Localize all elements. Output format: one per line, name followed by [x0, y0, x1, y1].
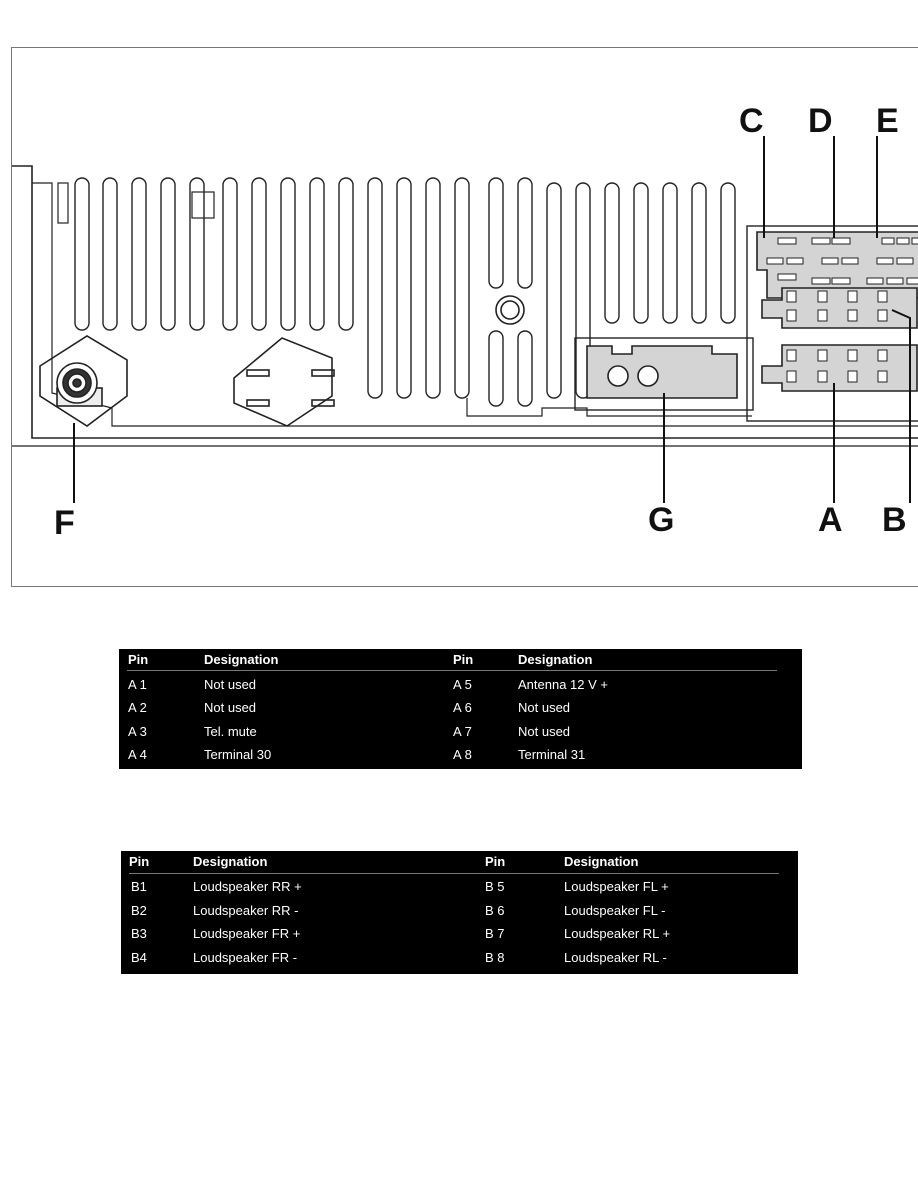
designation-cell: Loudspeaker RL -: [564, 950, 667, 965]
radio-rear-panel-drawing: [12, 136, 918, 503]
pin-cell: B2: [131, 903, 147, 918]
callout-e: E: [876, 102, 899, 140]
callout-c: C: [739, 102, 764, 140]
pin-cell: B 8: [485, 950, 505, 965]
designation-cell: Not used: [518, 724, 571, 739]
antenna-socket-f: [39, 335, 128, 427]
pin-cell: B 7: [485, 926, 505, 941]
mounting-plate: [233, 337, 335, 427]
connector-cde: [746, 225, 918, 422]
designation-cell: Loudspeaker FR +: [193, 926, 301, 941]
leader-lines: [73, 136, 911, 503]
callout-b: B: [882, 501, 907, 539]
pin-cell: B4: [131, 950, 147, 965]
connector-a: [761, 344, 918, 392]
header-designation: Designation: [564, 854, 639, 869]
connector-b: [761, 287, 918, 329]
header-designation: Designation: [518, 652, 593, 667]
designation-cell: Antenna 12 V +: [518, 677, 608, 692]
designation-cell: Not used: [518, 700, 571, 715]
pin-table-b: Pin Designation Pin Designation B1 Louds…: [121, 851, 798, 974]
callout-a: A: [818, 501, 843, 539]
header-pin: Pin: [453, 652, 474, 667]
designation-cell: Loudspeaker FL -: [564, 903, 666, 918]
header-designation: Designation: [193, 854, 268, 869]
callout-f: F: [54, 504, 75, 542]
designation-cell: Terminal 30: [204, 747, 272, 762]
designation-cell: Not used: [204, 677, 257, 692]
pin-cell: B 5: [485, 879, 505, 894]
designation-cell: Loudspeaker RL +: [564, 926, 671, 941]
connector-g: [574, 337, 754, 411]
pin-cell: A 8: [453, 747, 472, 762]
pin-cell: A 7: [453, 724, 472, 739]
pin-cell: A 3: [128, 724, 147, 739]
pin-cell: A 5: [453, 677, 472, 692]
designation-cell: Loudspeaker RR -: [193, 903, 299, 918]
pin-cell: B3: [131, 926, 147, 941]
designation-cell: Loudspeaker FR -: [193, 950, 298, 965]
header-pin: Pin: [129, 854, 150, 869]
connector-diagram: C D E F G A B: [11, 47, 918, 587]
housing-outline: [12, 165, 918, 439]
callout-g: G: [648, 501, 675, 539]
header-pin: Pin: [485, 854, 506, 869]
pin-cell: A 2: [128, 700, 147, 715]
header-pin: Pin: [128, 652, 149, 667]
pin-cell: A 1: [128, 677, 147, 692]
header-rule: [127, 670, 777, 671]
pin-cell: A 4: [128, 747, 147, 762]
designation-cell: Tel. mute: [204, 724, 257, 739]
header-rule: [129, 873, 779, 874]
pin-table-a: Pin Designation Pin Designation A 1 Not …: [119, 649, 802, 769]
designation-cell: Not used: [204, 700, 257, 715]
header-designation: Designation: [204, 652, 279, 667]
designation-cell: Loudspeaker RR +: [193, 879, 302, 894]
pin-cell: B1: [131, 879, 147, 894]
pin-cell: B 6: [485, 903, 505, 918]
designation-cell: Loudspeaker FL +: [564, 879, 669, 894]
cooling-fins: [74, 177, 736, 407]
designation-cell: Terminal 31: [518, 747, 586, 762]
callout-d: D: [808, 102, 833, 140]
pin-cell: A 6: [453, 700, 472, 715]
